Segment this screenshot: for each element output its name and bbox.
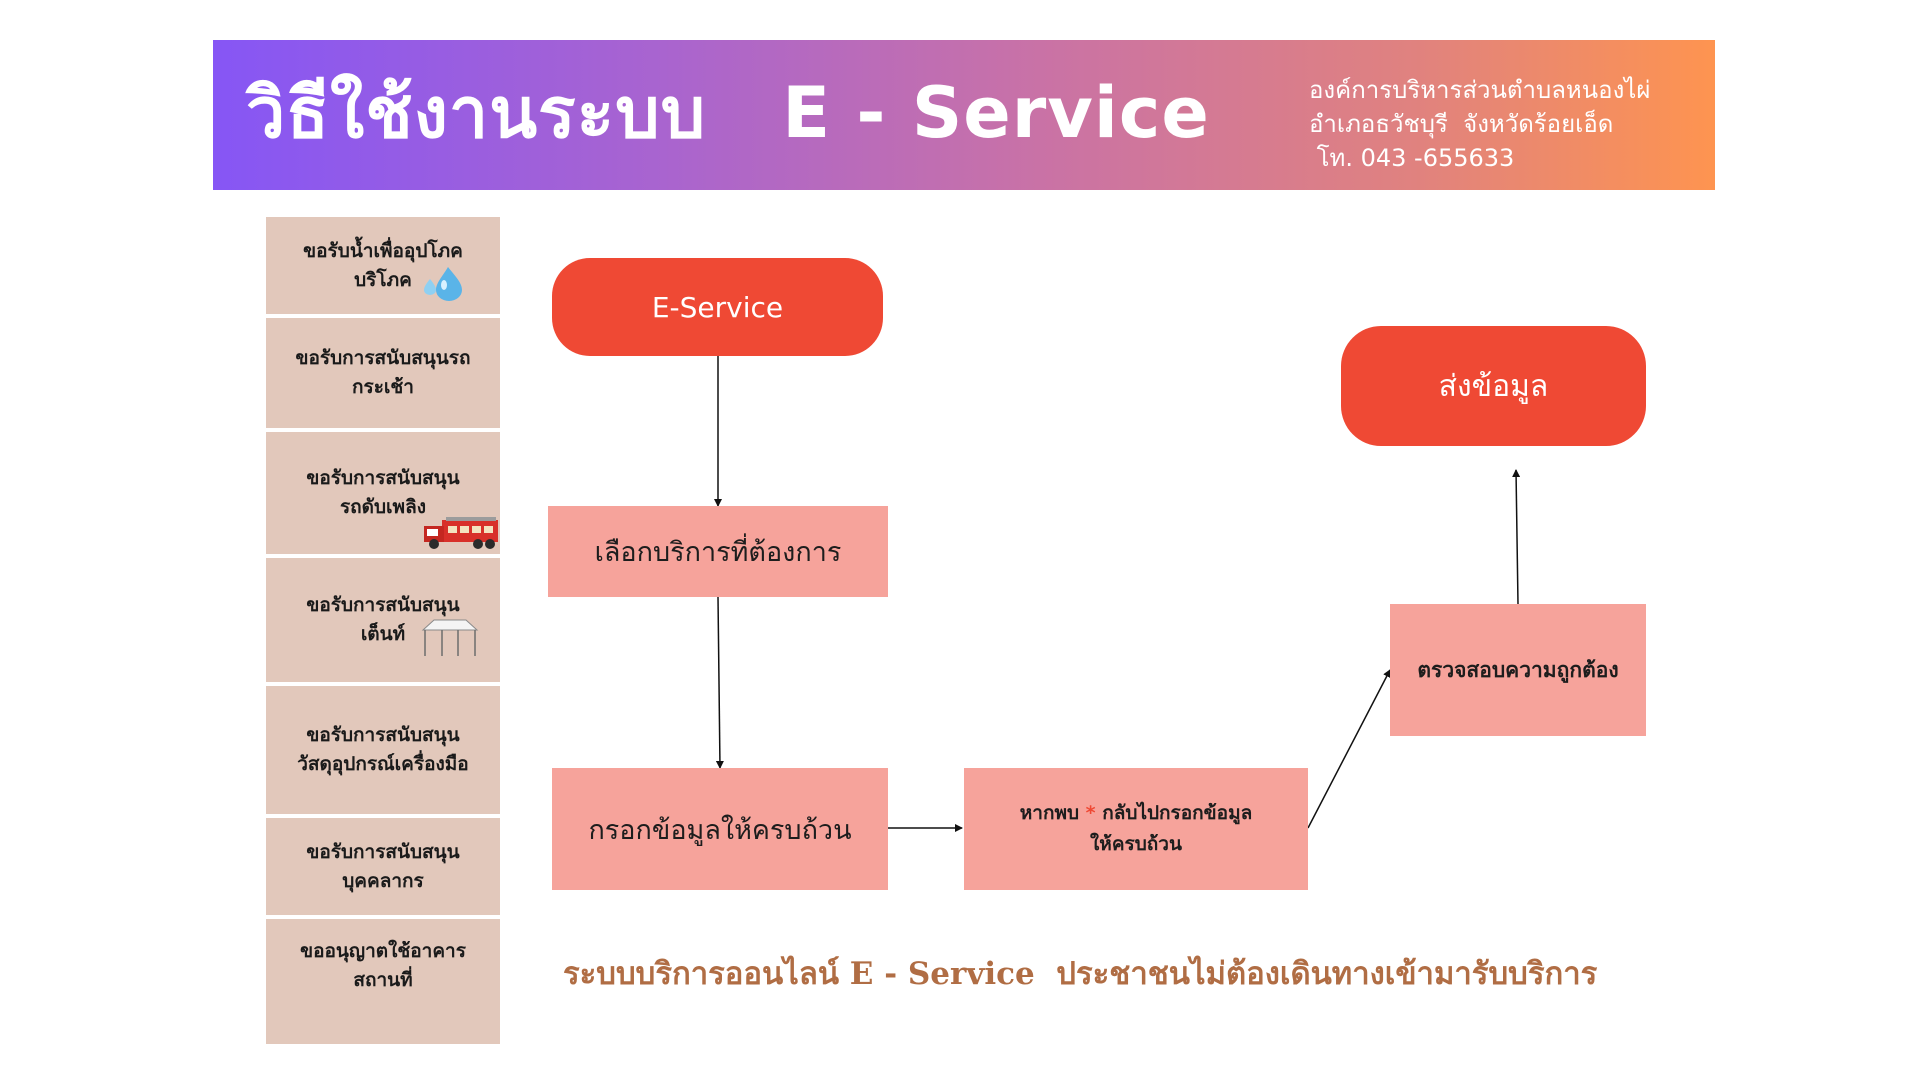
flow-node-check-missing: หากพบ * กลับไปกรอกข้อมูล ให้ครบถ้วน: [964, 768, 1308, 890]
flow-node-select-service: เลือกบริการที่ต้องการ: [548, 506, 888, 597]
header-banner: วิธีใช้งานระบบ E - Service องค์การบริหาร…: [213, 40, 1715, 190]
sidebar-item-label: ขอรับน้ำเพื่ออุปโภค บริโภค: [303, 239, 463, 291]
arrow-select-to-fill: [715, 596, 724, 769]
page-title: วิธีใช้งานระบบ E - Service: [246, 72, 1210, 154]
flow-node-start-label: E-Service: [651, 290, 784, 324]
org-district: อำเภอธวัชบุรี จังหวัดร้อยเอ็ด: [1309, 110, 1614, 138]
sidebar-item-building: ขออนุญาตใช้อาคาร สถานที่: [266, 919, 500, 1044]
org-phone: โท. 043 -655633: [1309, 144, 1515, 172]
flow-node-verify: ตรวจสอบความถูกต้อง: [1390, 604, 1646, 736]
flow-node-check-line2: ให้ครบถ้วน: [1090, 833, 1182, 855]
tent-icon: [421, 619, 479, 656]
arrow-check-to-verify: [1307, 669, 1391, 829]
flow-node-start: E-Service: [552, 258, 883, 356]
sidebar-item-label: ขอรับการสนับสนุน เต็นท์: [306, 594, 460, 645]
flow-node-fill-label: กรอกข้อมูลให้ครบถ้วน: [588, 814, 852, 846]
flow-node-submit: ส่งข้อมูล: [1341, 326, 1646, 446]
sidebar-item-label: ขอรับการสนับสนุนรถ กระเช้า: [295, 347, 471, 398]
sidebar-item-crane-truck: ขอรับการสนับสนุนรถ กระเช้า: [266, 318, 500, 428]
flow-node-verify-label: ตรวจสอบความถูกต้อง: [1417, 657, 1619, 682]
sidebar-item-fire-truck: ขอรับการสนับสนุน รถดับเพลิง: [266, 432, 500, 554]
sidebar-item-personnel: ขอรับการสนับสนุน บุคคลากร: [266, 818, 500, 915]
sidebar-item-label: ขอรับการสนับสนุน วัสดุอุปกรณ์เครื่องมือ: [297, 724, 469, 775]
sidebar-item-label: ขอรับการสนับสนุน บุคคลากร: [306, 840, 460, 892]
flow-node-check-prefix: หากพบ: [1019, 802, 1080, 824]
flow-node-submit-label: ส่งข้อมูล: [1438, 368, 1549, 404]
fire-truck-icon: [424, 517, 498, 549]
flow-node-fill-data: กรอกข้อมูลให้ครบถ้วน: [552, 768, 888, 890]
footer-caption: ระบบบริการออนไลน์ E - Service ประชาชนไม่…: [563, 956, 1598, 992]
arrow-verify-to-submit: [1512, 469, 1521, 605]
flow-node-select-label: เลือกบริการที่ต้องการ: [594, 537, 842, 568]
sidebar-item-water: ขอรับน้ำเพื่ออุปโภค บริโภค: [266, 217, 500, 314]
water-drop-icon: [424, 267, 462, 301]
sidebar-item-tent: ขอรับการสนับสนุน เต็นท์: [266, 558, 500, 682]
asterisk-mark: *: [1085, 802, 1096, 824]
sidebar-item-equipment: ขอรับการสนับสนุน วัสดุอุปกรณ์เครื่องมือ: [266, 686, 500, 814]
flow-node-check-line1: หากพบ * กลับไปกรอกข้อมูล: [1020, 798, 1253, 829]
sidebar-item-label: ขอรับการสนับสนุน รถดับเพลิง: [306, 467, 460, 518]
org-name: องค์การบริหารส่วนตำบลหนองไผ่: [1309, 76, 1651, 104]
organization-info: องค์การบริหารส่วนตำบลหนองไผ่ อำเภอธวัชบุ…: [1309, 73, 1650, 175]
sidebar-item-label: ขออนุญาตใช้อาคาร สถานที่: [300, 940, 466, 991]
flow-node-check-suffix: กลับไปกรอกข้อมูล: [1102, 802, 1253, 824]
